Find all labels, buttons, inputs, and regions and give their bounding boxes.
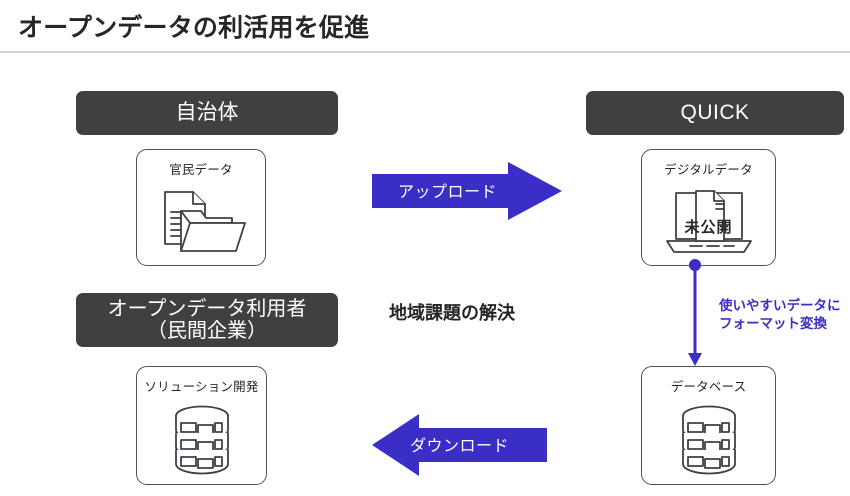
- database-stack-icon: [137, 395, 266, 484]
- card-solution-development: ソリューション開発: [136, 366, 267, 485]
- pill-local-government-label: 自治体: [175, 101, 239, 125]
- pill-quick: QUICK: [586, 91, 844, 135]
- pill-users-line2: （民間企業）: [147, 320, 267, 342]
- pill-open-data-users: オープンデータ利用者 （民間企業）: [76, 293, 338, 347]
- connector-line1: 使いやすいデータに: [719, 298, 841, 313]
- pill-open-data-users-label: オープンデータ利用者 （民間企業）: [108, 298, 307, 343]
- pill-quick-label: QUICK: [680, 101, 750, 125]
- connector-format-conversion: [686, 258, 704, 373]
- connector-line2: フォーマット変換: [719, 315, 827, 331]
- database-stack-icon: [642, 395, 775, 484]
- card-public-private-data-label: 官民データ: [169, 163, 233, 177]
- pill-local-government: 自治体: [76, 91, 338, 135]
- page-title: オープンデータの利活用を促進: [18, 14, 370, 42]
- right-block-arrow-icon: [372, 162, 562, 225]
- card-digital-data: デジタルデータ 未公開: [641, 149, 776, 266]
- arrow-download-label: ダウンロード: [410, 438, 510, 455]
- card-digital-data-label: デジタルデータ: [664, 163, 753, 177]
- card-database: データベース: [641, 366, 776, 485]
- connector-format-conversion-label: 使いやすいデータに フォーマット変換: [719, 297, 841, 333]
- center-caption: 地域課題の解決: [389, 303, 515, 323]
- pill-users-line1: オープンデータ利用者: [107, 297, 307, 320]
- card-database-label: データベース: [670, 380, 747, 394]
- title-divider: [0, 51, 850, 53]
- folder-document-icon: [137, 178, 265, 265]
- card-public-private-data: 官民データ: [136, 149, 266, 266]
- left-block-arrow-icon: [372, 414, 547, 481]
- laptop-document-icon: 未公開: [642, 178, 775, 265]
- arrow-upload-label: アップロード: [398, 184, 498, 201]
- card-solution-development-label: ソリューション開発: [144, 380, 259, 394]
